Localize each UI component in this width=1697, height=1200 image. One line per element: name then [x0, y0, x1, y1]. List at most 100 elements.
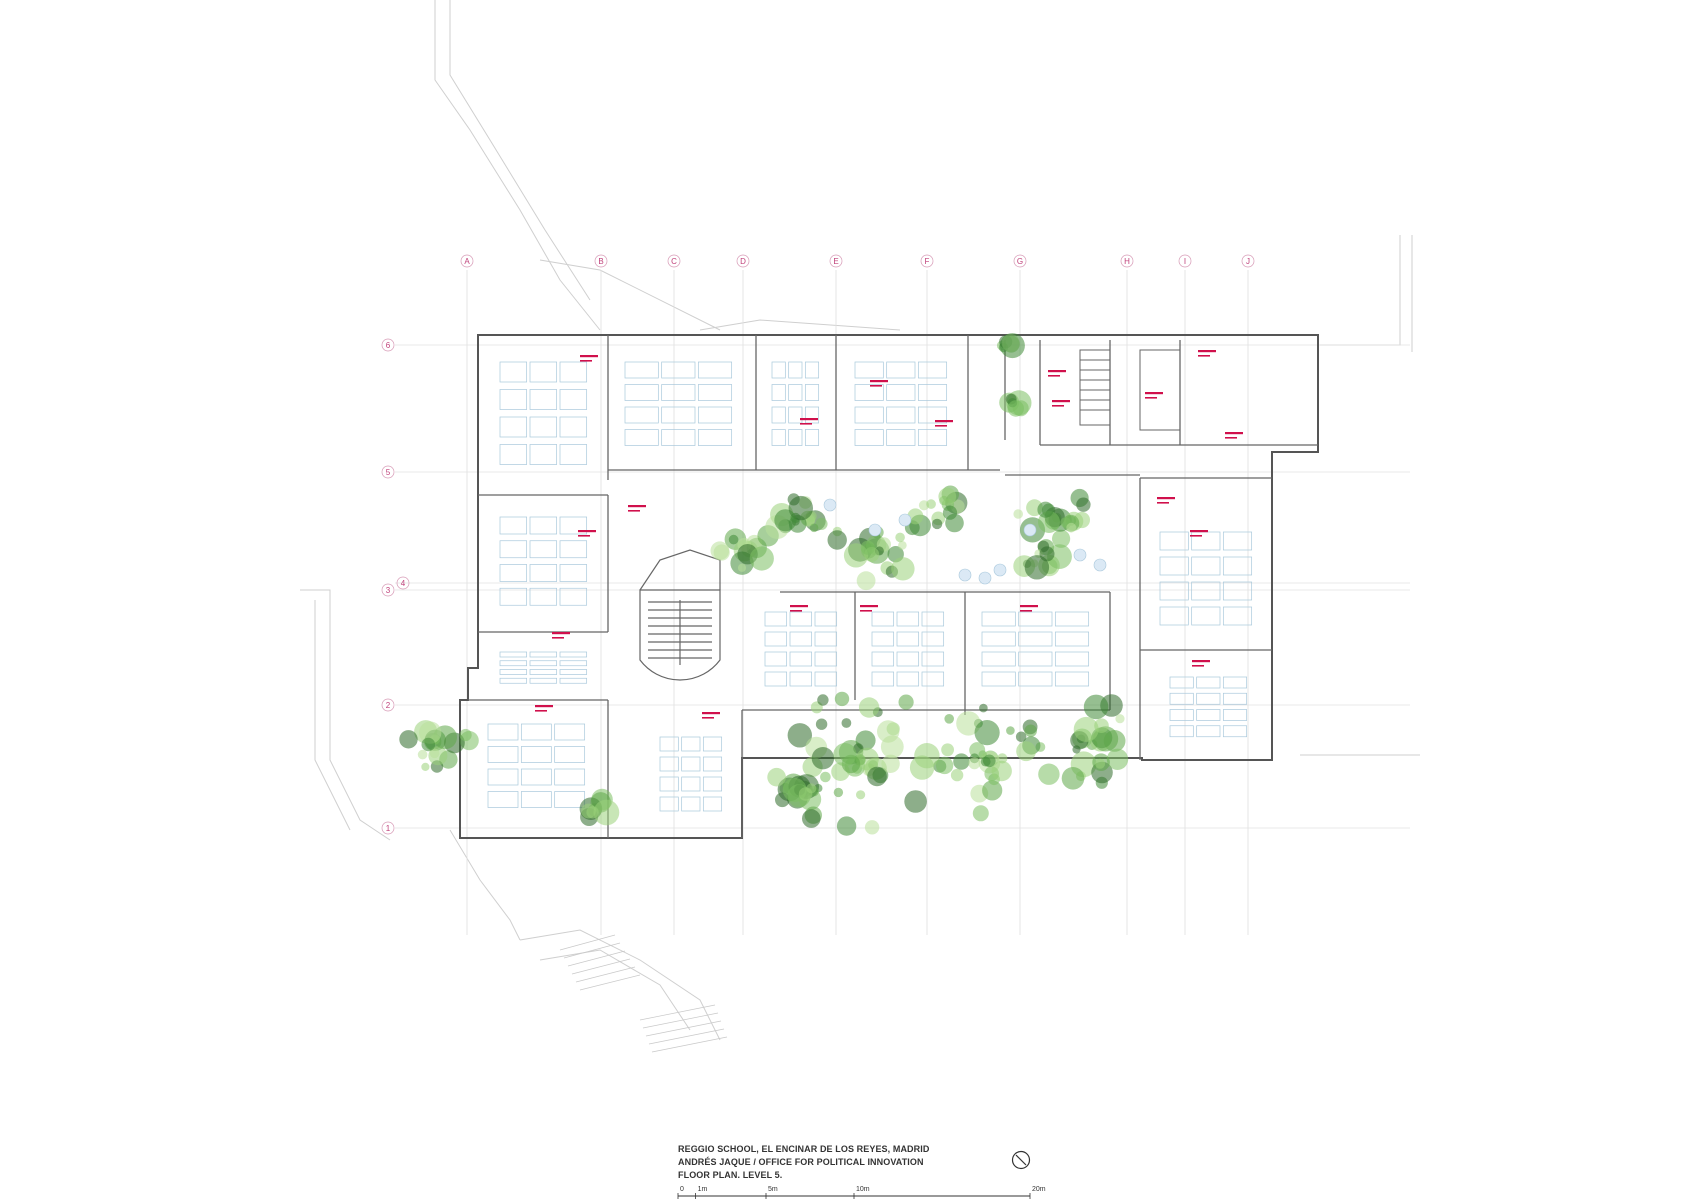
plant — [811, 747, 835, 770]
plant — [856, 747, 879, 771]
desk — [554, 791, 586, 808]
plant — [1013, 509, 1023, 519]
plant — [904, 790, 927, 813]
desk — [886, 429, 916, 446]
plant — [1076, 497, 1091, 512]
desk — [499, 389, 528, 410]
north-arrow-icon — [1011, 1150, 1031, 1170]
grid-bubble — [1120, 254, 1134, 268]
plant — [809, 523, 819, 533]
desk — [559, 660, 588, 667]
plant — [979, 703, 988, 713]
vegetation — [399, 333, 1129, 836]
room-tag-sub — [1192, 665, 1204, 667]
plant — [1016, 741, 1036, 762]
plant — [1052, 529, 1071, 548]
desk — [499, 669, 528, 675]
desk — [886, 406, 916, 424]
plant — [1073, 716, 1099, 742]
desk — [529, 416, 558, 438]
desk — [764, 611, 788, 627]
desk — [789, 651, 813, 667]
desk — [771, 384, 786, 401]
pouf — [1073, 548, 1087, 562]
grid-column-label: D — [740, 257, 746, 266]
plant — [1024, 555, 1050, 580]
plant — [827, 530, 847, 550]
desk — [814, 611, 838, 627]
plant — [815, 517, 828, 531]
pouf — [978, 571, 992, 585]
desk — [681, 776, 701, 792]
plant — [1115, 714, 1125, 724]
desk — [981, 671, 1016, 687]
plant — [898, 694, 914, 710]
desk — [896, 651, 920, 667]
grid-row-label: 1 — [386, 824, 391, 833]
grid-bubble — [667, 254, 681, 268]
desk — [854, 384, 884, 401]
desk — [1196, 676, 1221, 689]
desk — [886, 384, 916, 401]
desk — [487, 768, 519, 786]
desk — [499, 651, 528, 658]
desk — [529, 516, 558, 535]
desk — [1169, 692, 1194, 705]
plant — [1066, 522, 1077, 533]
desk — [789, 611, 813, 627]
grid-bubble — [594, 254, 608, 268]
plant — [972, 805, 989, 822]
desk — [529, 564, 558, 582]
plant — [417, 749, 428, 760]
room-tag — [1157, 497, 1175, 500]
desk — [788, 384, 803, 401]
desk — [1018, 611, 1053, 627]
plant — [999, 333, 1025, 359]
desk — [529, 677, 558, 684]
room-tag — [1020, 605, 1038, 608]
scale-label: 10m — [856, 1186, 870, 1193]
grid-bubble — [381, 821, 395, 835]
plant — [1024, 724, 1037, 738]
desk — [1054, 631, 1090, 647]
plant — [841, 718, 852, 728]
plant — [950, 768, 964, 782]
desk — [917, 429, 948, 446]
desk — [520, 723, 552, 741]
plant — [891, 557, 915, 581]
scale-label: 20m — [1032, 1186, 1046, 1193]
plant — [834, 691, 850, 707]
room-tag-sub — [1190, 535, 1202, 537]
plant — [1039, 546, 1055, 562]
structural-grid — [395, 270, 1410, 935]
plant — [956, 711, 981, 736]
desk — [854, 429, 884, 446]
desk — [487, 746, 519, 763]
grid-column-label: A — [464, 257, 470, 266]
desk — [659, 736, 679, 752]
desk — [681, 796, 701, 812]
desk — [1159, 556, 1189, 576]
desk — [559, 389, 588, 410]
room-tag — [535, 705, 553, 708]
desk — [1222, 581, 1253, 601]
grid-column-label: F — [925, 257, 930, 266]
desk — [559, 516, 588, 535]
desk — [529, 651, 558, 658]
room-tag — [552, 632, 570, 635]
desk — [529, 540, 558, 559]
desk — [559, 540, 588, 559]
room-tag-sub — [790, 610, 802, 612]
desk — [697, 406, 733, 424]
desk — [529, 361, 558, 383]
desk — [702, 796, 723, 812]
grid-row-label: 5 — [386, 468, 391, 477]
grid-row-label: 4 — [401, 579, 406, 588]
classroom-furniture — [487, 361, 1253, 812]
plant — [991, 760, 1012, 782]
plant — [1007, 400, 1024, 417]
desk — [1159, 531, 1189, 551]
desk — [529, 389, 558, 410]
